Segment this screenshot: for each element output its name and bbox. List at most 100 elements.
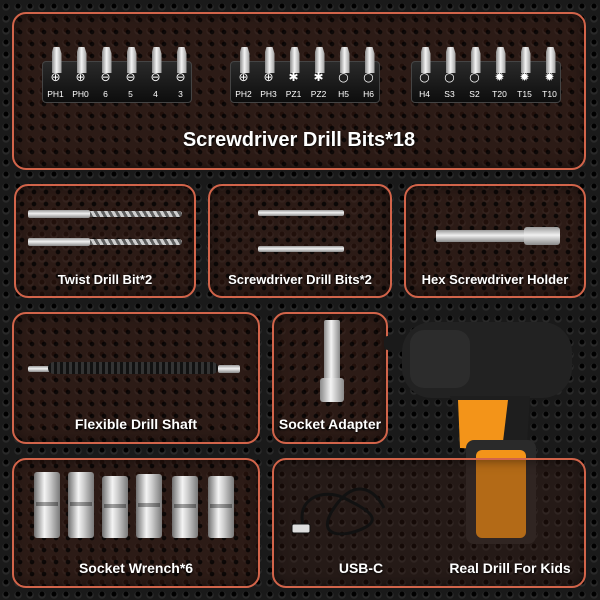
bit-symbol: ⊕: [75, 70, 86, 84]
bit-symbols-group-3: ○ ○ ○ ✹ ✹ ✹: [412, 70, 562, 84]
panel-socket-adapter: Socket Adapter: [272, 312, 388, 444]
usb-c-label: USB-C: [338, 560, 384, 576]
panel-screwdriver-bits-2: Screwdriver Drill Bits*2: [208, 184, 392, 298]
bit: [51, 47, 62, 73]
bit-symbol: ○: [363, 70, 374, 84]
bit-code: PH3: [260, 89, 277, 99]
bit: [495, 47, 506, 73]
panel-label-flexible-shaft: Flexible Drill Shaft: [74, 416, 198, 432]
bit-symbol: ○: [419, 70, 430, 84]
bit-symbol: ⊕: [263, 70, 274, 84]
bit-code: T15: [517, 89, 532, 99]
real-drill-label: Real Drill For Kids: [449, 560, 571, 576]
bit-code: 3: [178, 89, 183, 99]
panel-hex-holder: Hex Screwdriver Holder: [404, 184, 586, 298]
bit-code: PZ2: [310, 89, 327, 99]
bit: [264, 47, 275, 73]
bits-group-2: [232, 47, 382, 87]
panel-label-twist-drill: Twist Drill Bit*2: [57, 272, 153, 287]
panel-label-hex-holder: Hex Screwdriver Holder: [421, 272, 569, 287]
socket: [34, 472, 60, 538]
bit-code: PH1: [47, 89, 64, 99]
panel-twist-drill: Twist Drill Bit*2: [14, 184, 196, 298]
twist-drill-bit: [90, 211, 182, 217]
bit-symbol: ✹: [544, 70, 555, 84]
usb-cable-icon: [291, 487, 386, 536]
bit-symbol: ○: [444, 70, 455, 84]
bit-code: H6: [363, 89, 374, 99]
bit-symbol: ⊕: [50, 70, 61, 84]
panel-label-socket-wrench: Socket Wrench*6: [78, 560, 194, 576]
bit-code: 6: [103, 89, 108, 99]
bit-symbol: ⊖: [100, 70, 111, 84]
drill-image: [380, 300, 590, 550]
long-bit: [258, 210, 344, 216]
socket: [172, 476, 198, 538]
drill-bit-shank: [28, 210, 90, 218]
bit-code: T20: [492, 89, 507, 99]
hex-holder-shaft: [436, 230, 526, 242]
bit-code: 4: [153, 89, 158, 99]
panel-socket-wrench: Socket Wrench*6: [12, 458, 260, 588]
panel-label-screwdriver-bits-18: Screwdriver Drill Bits*18: [182, 129, 416, 151]
bit-code: H5: [338, 89, 349, 99]
bit-code: H4: [419, 89, 430, 99]
bit: [176, 47, 187, 73]
bit-symbols-group-2: ⊕ ⊕ ✱ ✱ ○ ○: [231, 70, 381, 84]
bit-code: PH0: [72, 89, 89, 99]
bit: [445, 47, 456, 73]
bit-codes-group-3: H4 S3 S2 T20 T15 T10: [412, 89, 562, 99]
socket: [102, 476, 128, 538]
bit: [289, 47, 300, 73]
bit: [239, 47, 250, 73]
bit: [314, 47, 325, 73]
panel-label-socket-adapter: Socket Adapter: [278, 416, 382, 432]
twist-drill-bit: [90, 239, 182, 245]
bit-code: S3: [444, 89, 455, 99]
bit-symbol: ✱: [288, 70, 299, 84]
bit: [101, 47, 112, 73]
bit-symbol: ⊕: [238, 70, 249, 84]
bit-code: PZ1: [285, 89, 302, 99]
bit: [76, 47, 87, 73]
bit-code: PH2: [235, 89, 252, 99]
bit-codes-group-2: PH2 PH3 PZ1 PZ2 H5 H6: [231, 89, 381, 99]
bit-symbol: ○: [469, 70, 480, 84]
flexible-shaft-body: [48, 362, 218, 374]
socket: [68, 472, 94, 538]
bit: [420, 47, 431, 73]
bit-symbol: ⊖: [175, 70, 186, 84]
bit-codes-group-1: PH1 PH0 6 5 4 3: [43, 89, 193, 99]
bit: [520, 47, 531, 73]
bit: [151, 47, 162, 73]
bit-holder-2: [230, 61, 380, 103]
drill-bit-shank: [28, 238, 90, 246]
flex-shaft-end: [218, 365, 240, 373]
bits-group-3: [413, 47, 563, 87]
drill-icon: [384, 322, 572, 544]
bit-code: 5: [128, 89, 133, 99]
bit: [339, 47, 350, 73]
socket-adapter-shaft: [324, 320, 340, 380]
socket: [136, 474, 162, 538]
bit-symbol: ⊖: [125, 70, 136, 84]
bit: [364, 47, 375, 73]
socket: [208, 476, 234, 538]
bit: [545, 47, 556, 73]
hex-holder-head: [524, 227, 560, 245]
bit-symbol: ✹: [519, 70, 530, 84]
bit-code: S2: [469, 89, 480, 99]
bit-symbol: ⊖: [150, 70, 161, 84]
bit-symbol: ○: [338, 70, 349, 84]
long-bit: [258, 246, 344, 252]
bit-holder-1: [42, 61, 192, 103]
bit: [470, 47, 481, 73]
flex-shaft-tip: [28, 366, 50, 372]
panel-screwdriver-bits-18: ⊕ ⊕ ⊖ ⊖ ⊖ ⊖ PH1 PH0 6 5 4 3 ⊕ ⊕ ✱ ✱ ○ ○ …: [12, 12, 586, 170]
bits-group-1: [44, 47, 194, 87]
bit-holder-3: [411, 61, 561, 103]
bit-symbols-group-1: ⊕ ⊕ ⊖ ⊖ ⊖ ⊖: [43, 70, 193, 84]
bit: [126, 47, 137, 73]
bit-symbol: ✱: [313, 70, 324, 84]
socket-adapter-head: [320, 378, 344, 402]
